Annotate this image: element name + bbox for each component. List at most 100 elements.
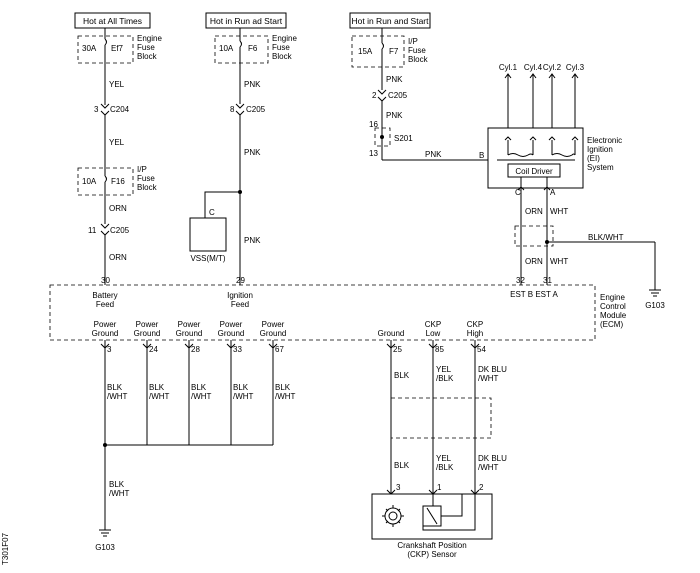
svg-text:30A: 30A: [82, 44, 97, 53]
svg-text:Power: Power: [262, 320, 285, 329]
svg-text:Low: Low: [426, 329, 441, 338]
svg-text:/WHT: /WHT: [478, 463, 499, 472]
svg-text:BLK: BLK: [275, 383, 291, 392]
svg-text:13: 13: [369, 149, 378, 158]
ckp-wires: 25 85 54 BLK YEL /BLK DK BLU /WHT BLK YE…: [386, 340, 507, 495]
svg-text:Fuse: Fuse: [272, 43, 290, 52]
svg-text:2: 2: [372, 91, 377, 100]
svg-text:WHT: WHT: [550, 207, 568, 216]
svg-text:15A: 15A: [358, 47, 373, 56]
header-hot-run-start-1: Hot in Run ad Start: [205, 12, 287, 29]
svg-text:/WHT: /WHT: [191, 392, 212, 401]
ignition-system: Cyl.1 Cyl.4 Cyl.2 Cyl.3 Coil Driver B El…: [479, 63, 622, 196]
svg-text:3: 3: [396, 483, 401, 492]
svg-text:Hot in Run and Start: Hot in Run and Start: [351, 16, 429, 26]
svg-text:30: 30: [101, 276, 110, 285]
svg-text:Engine: Engine: [272, 34, 297, 43]
svg-text:Ignition: Ignition: [587, 145, 613, 154]
svg-text:ORN: ORN: [525, 207, 543, 216]
svg-text:High: High: [467, 329, 483, 338]
svg-text:Control: Control: [600, 302, 626, 311]
ground-g103-right: G103: [645, 289, 665, 310]
svg-text:Engine: Engine: [600, 293, 625, 302]
svg-text:85: 85: [435, 345, 444, 354]
svg-text:/WHT: /WHT: [109, 489, 130, 498]
svg-text:B: B: [479, 151, 484, 160]
svg-text:Block: Block: [272, 52, 293, 61]
svg-text:1: 1: [437, 483, 442, 492]
svg-text:Power: Power: [178, 320, 201, 329]
svg-text:DK BLU: DK BLU: [478, 454, 507, 463]
fuse-ef7: 30A Ef7 Engine Fuse Block: [77, 34, 162, 64]
svg-text:25: 25: [393, 345, 402, 354]
svg-text:C205: C205: [388, 91, 408, 100]
svg-text:ORN: ORN: [109, 204, 127, 213]
svg-text:BLK: BLK: [394, 371, 410, 380]
svg-text:CKP: CKP: [467, 320, 483, 329]
ckp-sensor: Crankshaft Position (CKP) Sensor: [371, 493, 493, 559]
svg-text:Cyl.2: Cyl.2: [543, 63, 562, 72]
svg-text:16: 16: [369, 120, 378, 129]
svg-text:Power: Power: [136, 320, 159, 329]
svg-text:ORN: ORN: [109, 253, 127, 262]
connector-c205-2: 2 C205: [372, 89, 408, 102]
fuse-f7: 15A F7 I/P Fuse Block: [351, 35, 429, 68]
svg-text:Power: Power: [94, 320, 117, 329]
svg-text:YEL: YEL: [436, 454, 452, 463]
svg-text:BLK: BLK: [149, 383, 165, 392]
svg-text:11: 11: [88, 226, 97, 235]
svg-text:Ground: Ground: [378, 329, 405, 338]
svg-text:F16: F16: [111, 177, 125, 186]
svg-text:24: 24: [149, 345, 158, 354]
svg-text:Fuse: Fuse: [137, 174, 155, 183]
svg-text:A: A: [550, 188, 556, 197]
svg-text:YEL: YEL: [436, 365, 452, 374]
svg-text:/WHT: /WHT: [478, 374, 499, 383]
svg-text:CKP: CKP: [425, 320, 441, 329]
svg-text:I/P: I/P: [408, 37, 418, 46]
svg-text:PNK: PNK: [244, 80, 261, 89]
svg-text:BLK: BLK: [394, 461, 410, 470]
svg-text:3: 3: [94, 105, 99, 114]
connector-c205-11: 11 C205: [88, 223, 130, 236]
svg-text:10A: 10A: [219, 44, 234, 53]
svg-text:G103: G103: [645, 301, 665, 310]
svg-text:3: 3: [107, 345, 112, 354]
svg-text:28: 28: [191, 345, 200, 354]
svg-text:PNK: PNK: [386, 75, 403, 84]
svg-text:Ground: Ground: [134, 329, 161, 338]
svg-text:Crankshaft Position: Crankshaft Position: [397, 541, 466, 550]
svg-text:PNK: PNK: [386, 111, 403, 120]
svg-text:Feed: Feed: [96, 300, 114, 309]
svg-text:67: 67: [275, 345, 284, 354]
svg-text:I/P: I/P: [137, 165, 147, 174]
svg-text:Ignition: Ignition: [227, 291, 253, 300]
svg-text:G103: G103: [95, 543, 115, 552]
svg-text:BLK/WHT: BLK/WHT: [588, 233, 624, 242]
svg-text:C: C: [515, 188, 521, 197]
svg-text:2: 2: [479, 483, 484, 492]
svg-text:DK BLU: DK BLU: [478, 365, 507, 374]
svg-text:YEL: YEL: [109, 138, 125, 147]
svg-text:C205: C205: [110, 226, 130, 235]
fuse-f6: 10A F6 Engine Fuse Block: [214, 34, 297, 64]
svg-text:Ground: Ground: [92, 329, 119, 338]
header-hot-all-times: Hot at All Times: [74, 12, 151, 29]
ground-g103-left: G103: [95, 529, 115, 552]
side-code: T301F07: [1, 532, 10, 565]
vss-sensor: C VSS(M/T): [189, 208, 227, 263]
ecm-module: 30 Battery Feed 29 Ignition Feed 32 31 E…: [49, 276, 627, 341]
svg-text:Battery: Battery: [92, 291, 117, 300]
svg-text:Electronic: Electronic: [587, 136, 622, 145]
svg-text:ORN: ORN: [525, 257, 543, 266]
svg-text:BLK: BLK: [109, 480, 125, 489]
svg-text:BLK: BLK: [191, 383, 207, 392]
power-ground-wires: 3 24 28 33 67 BLK /WHT BLK /WHT BLK /WHT…: [100, 340, 296, 530]
svg-text:/WHT: /WHT: [233, 392, 254, 401]
svg-text:(ECM): (ECM): [600, 320, 623, 329]
svg-text:PNK: PNK: [244, 236, 261, 245]
svg-text:Block: Block: [408, 55, 429, 64]
svg-text:Ground: Ground: [218, 329, 245, 338]
